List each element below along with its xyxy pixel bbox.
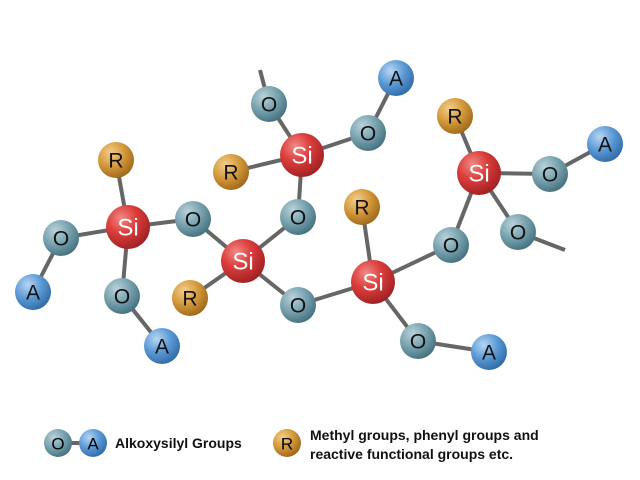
alkyl-group-atom: A: [144, 328, 180, 364]
oxygen-atom: O: [280, 287, 316, 323]
atom-label: R: [182, 288, 197, 311]
atom-label: Si: [232, 249, 253, 276]
organic-group-atom: R: [172, 280, 208, 316]
atom-label: Si: [291, 143, 312, 170]
silicon-atom: Si: [280, 133, 324, 177]
atom-label: O: [53, 228, 69, 251]
atom-label: O: [261, 94, 277, 117]
atom-label: Si: [117, 215, 138, 242]
atom-label: O: [185, 209, 201, 232]
oxygen-atom: O: [280, 199, 316, 235]
organic-group-atom: R: [344, 189, 380, 225]
atom-label: O: [510, 222, 526, 245]
atom-label: A: [155, 336, 169, 359]
alkyl-group-atom: A: [378, 60, 414, 96]
oxygen-atom: O: [400, 323, 436, 359]
atom-label: A: [389, 68, 403, 91]
atom-label: A: [598, 134, 612, 157]
silicon-atom: Si: [106, 205, 150, 249]
legend-organic-line1: Methyl groups, phenyl groups and: [310, 427, 539, 443]
atom-label: O: [443, 235, 459, 258]
atom-label: O: [360, 123, 376, 146]
legend-r-label: R: [281, 435, 293, 454]
oxygen-atom: O: [251, 86, 287, 122]
atom-label: Si: [468, 161, 489, 188]
legend-alkoxysilyl-text: Alkoxysilyl Groups: [115, 435, 242, 451]
oxygen-atom: O: [433, 227, 469, 263]
atom-label: A: [26, 282, 40, 305]
alkyl-group-atom: A: [15, 274, 51, 310]
atom-label: O: [542, 164, 558, 187]
oxygen-atom: O: [500, 214, 536, 250]
legend-o-label: O: [51, 435, 64, 454]
atom-label: A: [482, 342, 496, 365]
organic-group-atom: R: [437, 98, 473, 134]
oxygen-atom: O: [43, 220, 79, 256]
legend: O A Alkoxysilyl Groups R Methyl groups, …: [44, 427, 539, 462]
atom-label: Si: [362, 270, 383, 297]
oxygen-atom: O: [175, 201, 211, 237]
legend-organic-groups: R Methyl groups, phenyl groups and react…: [273, 427, 539, 462]
atom-label: R: [108, 150, 123, 173]
oxygen-atom: O: [532, 156, 568, 192]
atom-label: R: [447, 106, 462, 129]
atom-label: R: [354, 197, 369, 220]
organic-group-atom: R: [98, 142, 134, 178]
oxygen-atom: O: [104, 278, 140, 314]
atom-label: R: [223, 162, 238, 185]
alkyl-group-atom: A: [587, 126, 623, 162]
silicon-atom: Si: [221, 239, 265, 283]
atom-label: O: [114, 286, 130, 309]
atom-label: O: [290, 207, 306, 230]
silicon-atom: Si: [351, 260, 395, 304]
atom-label: O: [290, 295, 306, 318]
silicon-atom: Si: [457, 151, 501, 195]
legend-organic-line2: reactive functional groups etc.: [310, 446, 513, 462]
oxygen-atom: O: [350, 115, 386, 151]
legend-a-label: A: [87, 435, 99, 454]
legend-alkoxysilyl: O A Alkoxysilyl Groups: [44, 429, 242, 457]
atom-label: O: [410, 331, 426, 354]
organic-group-atom: R: [213, 154, 249, 190]
alkyl-group-atom: A: [471, 334, 507, 370]
